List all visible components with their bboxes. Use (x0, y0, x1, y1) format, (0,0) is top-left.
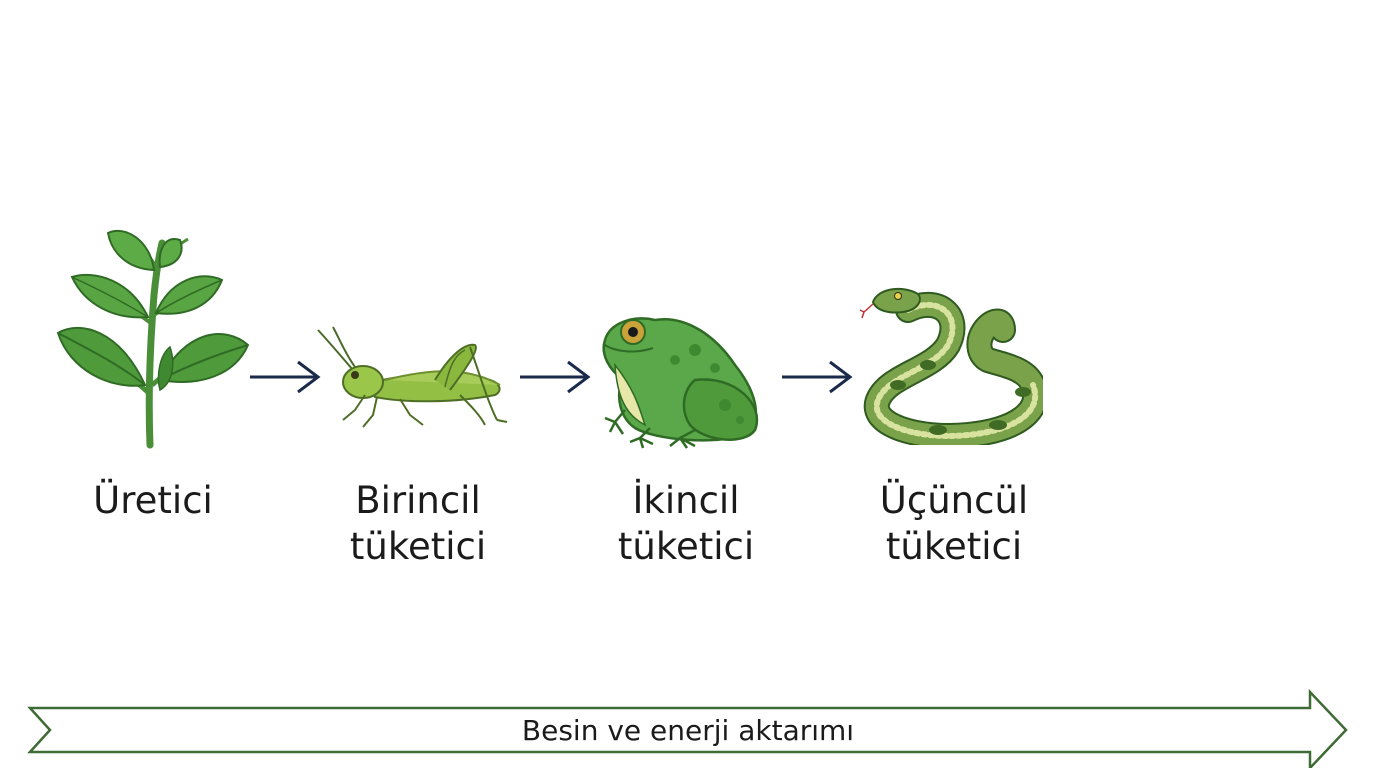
label-line: İkincil (632, 479, 740, 522)
label-line: tüketici (885, 525, 1023, 568)
stage-label-producer: Üretici (60, 478, 246, 524)
label-line: tüketici (617, 525, 755, 568)
label-line: Birincil (355, 479, 481, 522)
arrow-icon (782, 360, 853, 394)
label-line: Üçüncül (879, 479, 1029, 522)
plant-icon (56, 229, 250, 449)
frog-icon (602, 317, 759, 449)
stage-label-primary-consumer: Birincil tüketici (320, 478, 516, 570)
stage-label-secondary-consumer: İkincil tüketici (588, 478, 784, 570)
arrow-icon (250, 360, 321, 394)
arrow-icon (520, 360, 591, 394)
stage-label-tertiary-consumer: Üçüncül tüketici (852, 478, 1056, 570)
label-line: tüketici (349, 525, 487, 568)
label-line: Üretici (93, 479, 213, 522)
snake-icon (859, 287, 1043, 445)
grasshopper-icon (317, 326, 508, 428)
energy-transfer-label: Besin ve enerji aktarımı (521, 714, 855, 747)
